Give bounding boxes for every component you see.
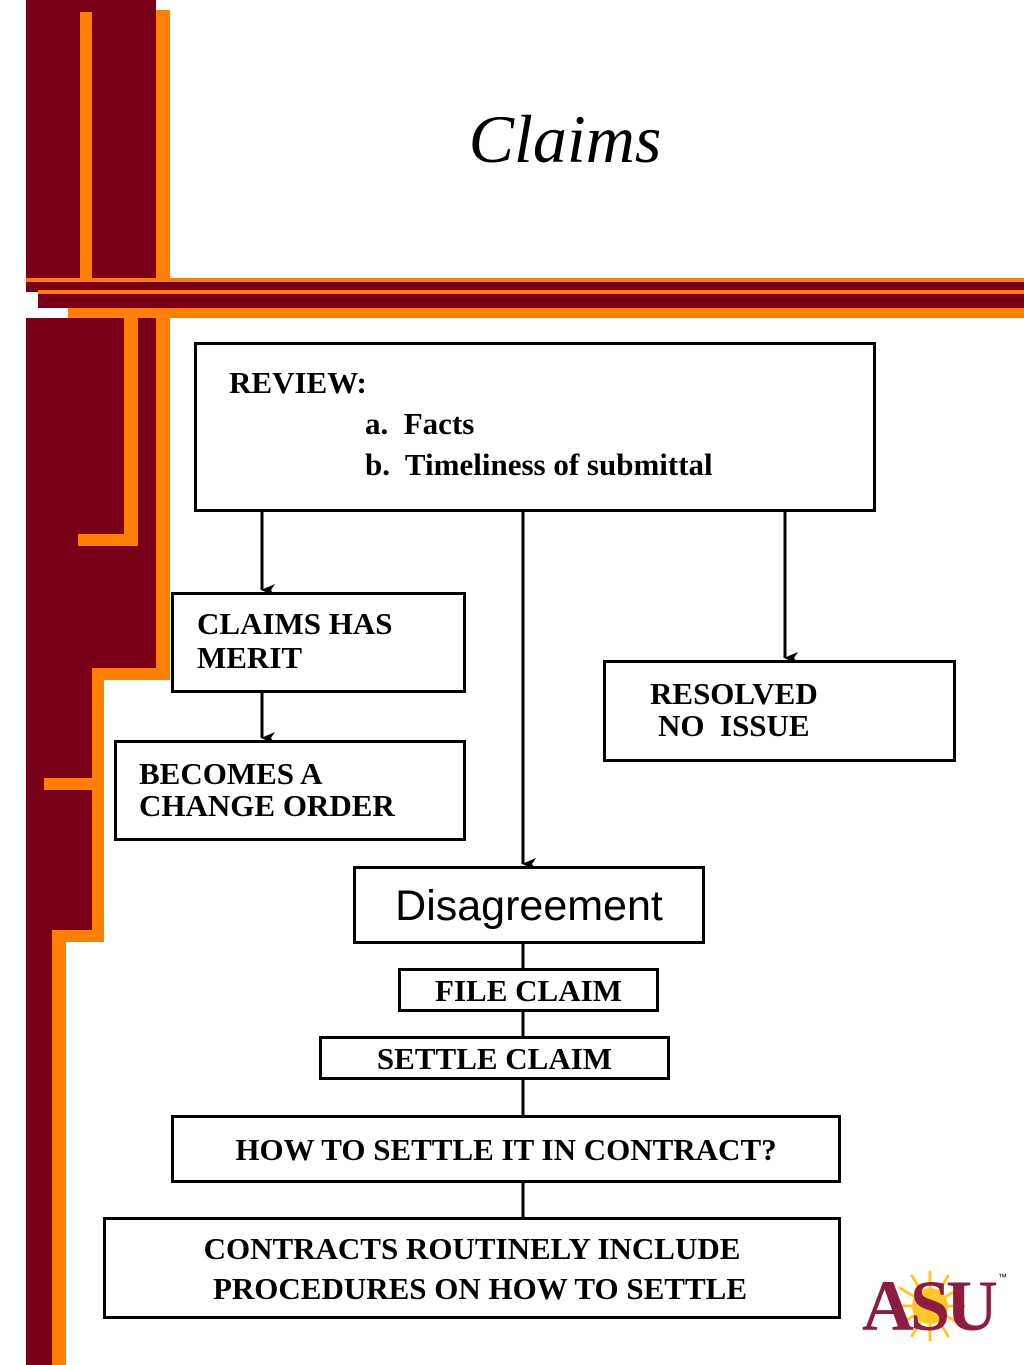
contracts-box: CONTRACTS ROUTINELY INCLUDE PROCEDURES O… <box>103 1217 841 1319</box>
review-item-timeliness: b. Timeliness of submittal <box>365 447 713 482</box>
review-box: REVIEW: a. Facts b. Timeliness of submit… <box>194 342 876 512</box>
how-to-settle-label: HOW TO SETTLE IT IN CONTRACT? <box>235 1132 777 1167</box>
resolved-box: RESOLVED NO ISSUE <box>603 660 956 762</box>
resolved-line2: NO ISSUE <box>658 708 810 743</box>
claims-has-merit-line2: MERIT <box>197 640 303 675</box>
how-to-settle-box: HOW TO SETTLE IT IN CONTRACT? <box>171 1115 841 1183</box>
settle-claim-label: SETTLE CLAIM <box>376 1041 613 1076</box>
file-claim-label: FILE CLAIM <box>435 973 622 1008</box>
contracts-line1: CONTRACTS ROUTINELY INCLUDE <box>203 1231 741 1266</box>
asu-trademark: ™ <box>998 1272 1007 1282</box>
asu-logo: ASU ™ <box>852 1268 1008 1344</box>
claims-has-merit-line1: CLAIMS HAS <box>197 606 393 641</box>
disagreement-label: Disagreement <box>395 882 663 930</box>
slide-title: Claims <box>468 101 662 177</box>
change-order-line2: CHANGE ORDER <box>139 788 395 823</box>
change-order-box: BECOMES A CHANGE ORDER <box>114 740 466 841</box>
claims-has-merit-box: CLAIMS HAS MERIT <box>171 592 466 693</box>
review-heading: REVIEW: <box>229 365 367 400</box>
contracts-line2: PROCEDURES ON HOW TO SETTLE <box>212 1271 748 1306</box>
settle-claim-box: SETTLE CLAIM <box>319 1036 670 1080</box>
asu-sunburst-icon <box>894 1270 966 1342</box>
asu-logo-text: ASU <box>861 1266 998 1346</box>
resolved-line1: RESOLVED <box>650 676 818 711</box>
disagreement-box: Disagreement <box>353 866 705 944</box>
review-item-facts: a. Facts <box>365 406 475 441</box>
file-claim-box: FILE CLAIM <box>398 968 659 1012</box>
change-order-line1: BECOMES A <box>139 756 323 791</box>
